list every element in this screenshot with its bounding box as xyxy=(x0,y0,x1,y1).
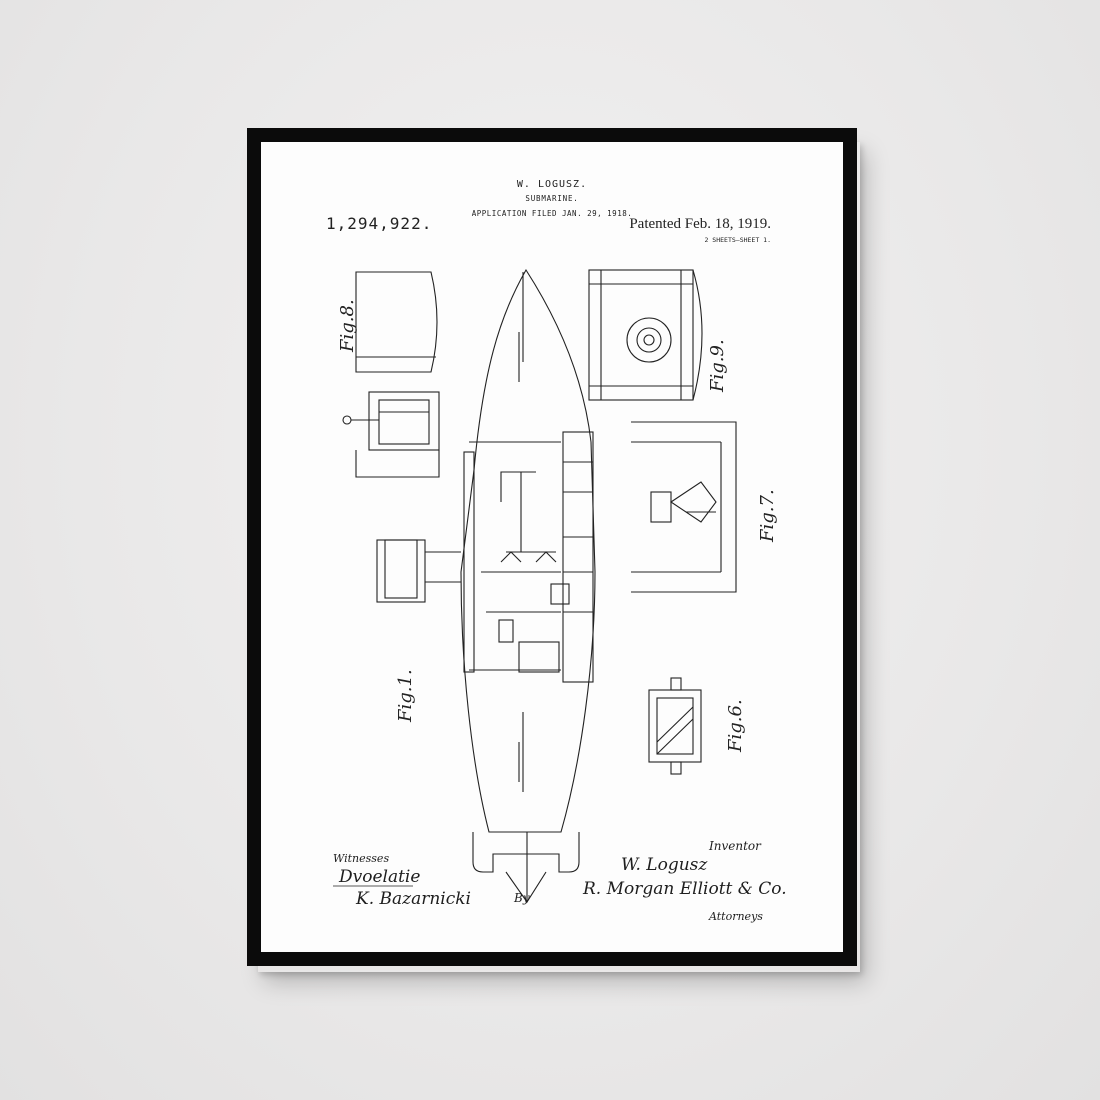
submarine-hull-drawing xyxy=(460,268,596,833)
fig7-label: Fig.7. xyxy=(757,489,778,543)
fig6-label: Fig.6. xyxy=(725,699,746,753)
application-date: APPLICATION FILED JAN. 29, 1918. xyxy=(471,209,633,218)
patent-drawing: Fig.1. Fig.6. Fig.7. Fig.8. Fig.9. Witne… xyxy=(333,268,787,923)
attorneys-signature: R. Morgan Elliott & Co. xyxy=(582,879,787,899)
patent-print: W. LOGUSZ. SUBMARINE. APPLICATION FILED … xyxy=(261,142,843,952)
witness2-signature: K. Bazarnicki xyxy=(355,889,471,909)
fig7-drawing xyxy=(631,421,737,593)
fig9-label: Fig.9. xyxy=(707,339,728,393)
fig9-drawing xyxy=(588,269,703,401)
keel-drawing xyxy=(472,832,580,903)
inventor-heading: W. LOGUSZ. xyxy=(516,179,588,190)
witnesses-label: Witnesses xyxy=(333,852,389,865)
sheet-count: 2 SHEETS—SHEET 1. xyxy=(704,236,771,244)
inventor-signature: W. Logusz xyxy=(621,855,708,875)
fig1-label: Fig.1. xyxy=(395,669,416,723)
patented-date: Patented Feb. 18, 1919. xyxy=(629,216,771,232)
inventor-label: Inventor xyxy=(708,839,762,853)
fig8-label: Fig.8. xyxy=(337,299,358,353)
patent-number: 1,294,922. xyxy=(326,214,433,233)
subject-heading: SUBMARINE. xyxy=(525,194,579,203)
fig6-drawing xyxy=(648,677,702,775)
picture-frame: W. LOGUSZ. SUBMARINE. APPLICATION FILED … xyxy=(247,128,857,966)
conning-tower-drawing xyxy=(376,539,461,603)
fig8-drawing xyxy=(342,271,440,478)
attorneys-label: Attorneys xyxy=(708,910,763,923)
by-label: By xyxy=(513,891,530,905)
witness1-signature: Dvoelatie xyxy=(338,867,420,887)
